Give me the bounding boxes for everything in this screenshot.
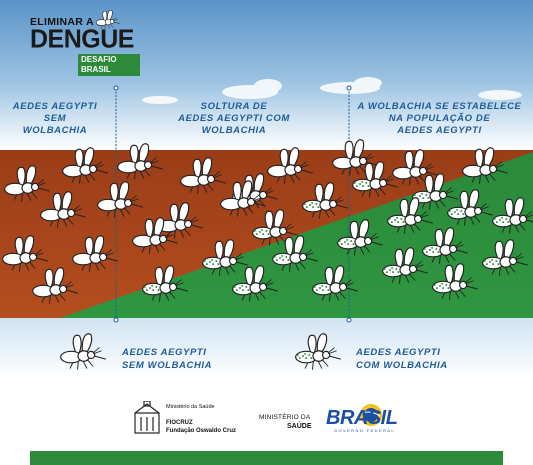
- stage-label-3: A WOLBACHIA SE ESTABELECE NA POPULAÇÃO D…: [357, 101, 522, 136]
- mosquito-wolbachia-icon: [433, 264, 478, 300]
- mosquito-icon: [62, 147, 109, 185]
- mosquito-icon: [117, 143, 164, 181]
- brasil-text: BRASIL: [326, 407, 398, 429]
- mosquito-wolbachia-icon: [423, 228, 468, 264]
- mosquito-wolbachia-icon: [203, 240, 248, 276]
- mosquito-icon: [157, 202, 204, 240]
- footer-bar: [30, 451, 503, 465]
- fiocruz-name: FIOCRUZ: [166, 420, 193, 426]
- legend-mosquito-icon-plain: [60, 333, 107, 371]
- mosquito-icon: [4, 165, 51, 203]
- mosquito-wolbachia-icon: [338, 220, 383, 256]
- brasil-globe-icon: [360, 404, 382, 426]
- mosquito-wolbachia-icon: [143, 266, 188, 302]
- mosquito-icon: [72, 235, 119, 273]
- mosquito-wolbachia-icon: [413, 174, 458, 210]
- mosquito-wolbachia-icon: [303, 183, 348, 219]
- campaign-logo: ELIMINAR A DENGUE DESAFIO BRASIL: [28, 10, 140, 76]
- logo-badge: DESAFIO BRASIL: [78, 54, 140, 76]
- mosquito-icon: [97, 181, 144, 219]
- mosquito-wolbachia-icon: [273, 236, 318, 272]
- mosquito-wolbachia-icon: [353, 162, 398, 198]
- legend-mosquito-icon-wolbachia: [295, 330, 355, 375]
- ministerio-saude-small: Ministério da Saúde: [166, 404, 215, 410]
- mosquito-icon: [267, 147, 314, 185]
- mosquito-wolbachia-icon: [313, 266, 358, 302]
- ministerio-line2: SAÚDE: [287, 423, 312, 430]
- logo-line2: DENGUE: [30, 24, 134, 54]
- logo-line1: ELIMINAR A: [30, 16, 94, 28]
- brasil-logo: BRASIL GOVERNO FEDERAL: [322, 400, 412, 434]
- governo-text: GOVERNO FEDERAL: [334, 428, 396, 433]
- stage-label-2: SOLTURA DE AEDES AEGYPTI COM WOLBACHIA: [178, 101, 290, 136]
- mosquito-icon: [180, 157, 227, 195]
- clouds: [142, 77, 522, 104]
- ministerio-line1: MINISTÉRIO DA: [259, 414, 311, 421]
- mosquito-icon: [32, 267, 79, 305]
- mosquito-wolbachia-icon: [483, 240, 528, 276]
- legend-wolbachia: AEDES AEGYPTI COM WOLBACHIA: [356, 347, 448, 371]
- mosquito-wolbachia-icon: [383, 248, 428, 284]
- mosquito-wolbachia-icon: [493, 198, 533, 234]
- mosquito-wolbachia-icon: [448, 190, 493, 226]
- mosquito-icon: [462, 147, 509, 185]
- logo-mosquito-icon: [95, 10, 121, 30]
- mosquito-wolbachia-icon: [233, 266, 278, 302]
- mosquito-icon: [40, 191, 87, 229]
- mosquito-icon: [2, 235, 49, 273]
- stage-label-1: AEDES AEGYPTI SEM WOLBACHIA: [12, 101, 98, 136]
- fundacao-name: Fundação Oswaldo Cruz: [166, 428, 237, 434]
- legend-plain: AEDES AEGYPTI SEM WOLBACHIA: [122, 347, 213, 371]
- fiocruz-building-icon: [134, 401, 160, 434]
